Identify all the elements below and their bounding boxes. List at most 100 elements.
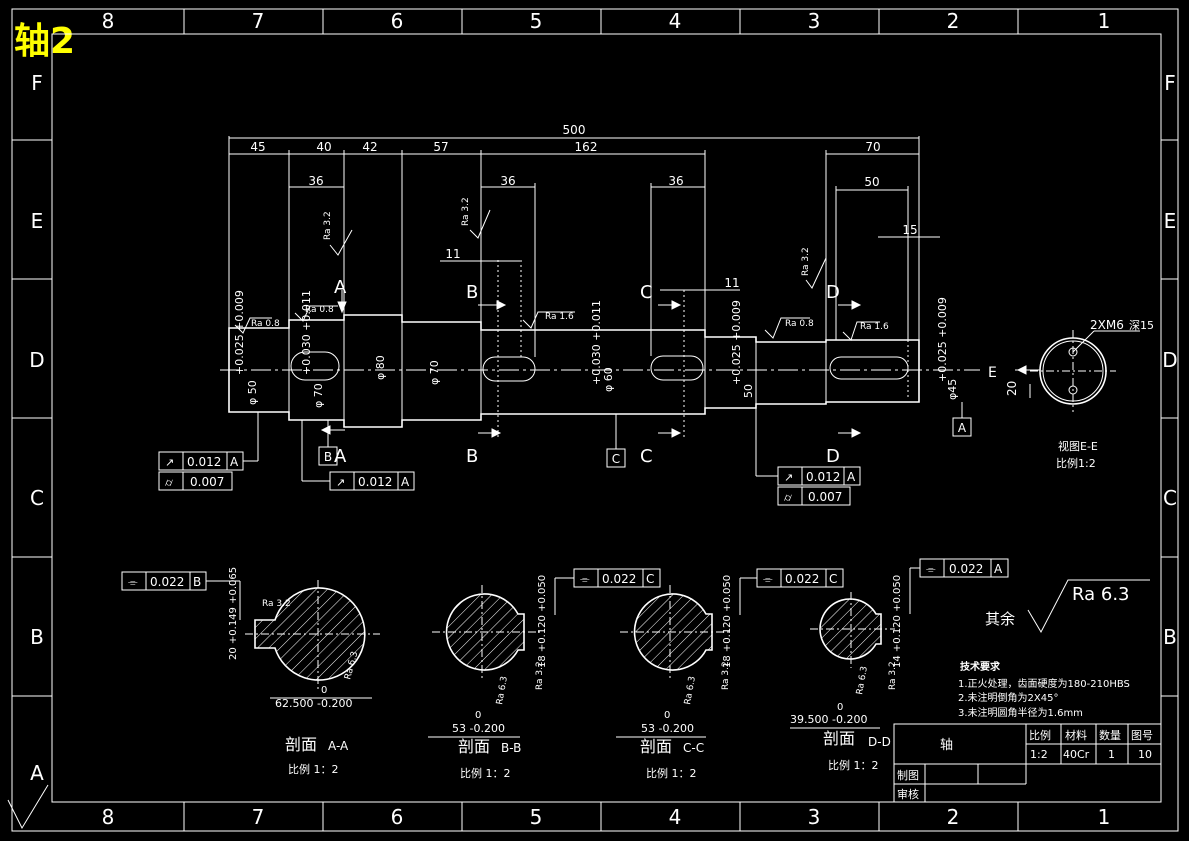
section-bb-width: 18 +0.120 +0.050 <box>537 575 548 668</box>
diam-45: φ45 <box>946 379 959 400</box>
ra-08-a: Ra 0.8 <box>251 319 280 329</box>
tolerance-frames-main: ↗ 0.012 A ⌭ 0.007 ↗ 0.012 A ↗ 0.012 A ⌭ … <box>158 408 861 506</box>
diam-80: φ 80 <box>374 355 387 380</box>
dim-36-a: 36 <box>308 174 323 188</box>
section-bb-depth: 53 -0.200 <box>452 722 505 735</box>
dim-11-b: 11 <box>724 276 739 290</box>
section-cc-depth-sup: 0 <box>664 710 670 721</box>
col-label-bottom-3: 3 <box>808 805 821 829</box>
row-label-right-C: C <box>1163 486 1177 510</box>
diam-50b-tol: +0.025 +0.009 <box>730 300 743 385</box>
section-aa-depth-sup: 0 <box>321 685 327 696</box>
row-label-left-B: B <box>30 625 44 649</box>
section-bb-scale: 比例 1：2 <box>460 766 511 780</box>
runout1-datum: A <box>230 455 239 469</box>
sym-dd-symbol: ⌯ <box>926 562 936 576</box>
diam-70b: φ 70 <box>428 360 441 385</box>
dim-20-end: 20 <box>1005 381 1019 396</box>
tech-req-item-1: 1.正火处理，齿面硬度为180-210HBS <box>958 677 1130 690</box>
sym-aa-value: 0.022 <box>150 575 184 589</box>
col-label-top-1: 1 <box>1098 9 1111 33</box>
drawing-title: 轴2 <box>14 21 76 62</box>
row-label-left-A: A <box>30 761 44 785</box>
row-label-right-D: D <box>1162 348 1177 372</box>
section-cc-ra-side: Ra 6.3 <box>683 675 698 705</box>
drawing-frame <box>7 8 1179 832</box>
row-label-right-E: E <box>1164 209 1177 233</box>
datum-b: B <box>324 450 332 464</box>
dim-57: 57 <box>433 140 448 154</box>
diam-70-tol: +0.030 +0.011 <box>300 290 313 375</box>
technical-requirements: 技术要求 1.正火处理，齿面硬度为180-210HBS 2.未注明倒角为2X45… <box>958 660 1130 719</box>
section-bb-depth-sup: 0 <box>475 710 481 721</box>
row-label-left-C: C <box>30 486 44 510</box>
section-a-a: ⌯ 0.022 B 20 +0.149 +0.065 0 62.500 -0.2… <box>121 567 380 776</box>
dim-70: 70 <box>865 140 880 154</box>
tb-value-qty: 1 <box>1108 748 1115 761</box>
thread-spec: 2XM6 <box>1090 318 1124 332</box>
section-dd-letters: D-D <box>868 735 891 749</box>
section-letter-a-bottom: A <box>334 446 347 467</box>
col-label-bottom-1: 1 <box>1098 805 1111 829</box>
thread-depth: 深15 <box>1129 319 1154 332</box>
ra-16-b: Ra 1.6 <box>860 322 889 332</box>
dimension-texts: 500 45 40 42 57 162 70 36 36 36 50 15 11… <box>250 123 917 290</box>
section-cc-letters: C-C <box>683 741 704 755</box>
runout1-symbol: ↗ <box>165 456 174 469</box>
tech-req-item-3: 3.未注明圆角半径为1.6mm <box>958 706 1083 719</box>
tech-req-heading: 技术要求 <box>960 660 1001 673</box>
sym-bb-value: 0.022 <box>602 572 636 586</box>
diam-50b: 50 <box>742 384 755 398</box>
roughness-rest: 其余 Ra 6.3 <box>985 579 1150 634</box>
diameter-annotations: +0.025 +0.009 φ 50 +0.030 +0.011 φ 70 φ … <box>233 290 959 408</box>
ra-32-b: Ra 3.2 <box>461 197 471 226</box>
runout3-symbol: ↗ <box>784 471 793 484</box>
dim-36-c: 36 <box>668 174 683 188</box>
section-letter-c-bottom: C <box>640 446 653 467</box>
dim-42: 42 <box>362 140 377 154</box>
row-label-left-F: F <box>31 71 43 95</box>
diam-60: φ 60 <box>602 367 615 392</box>
tb-checked: 审核 <box>897 787 919 801</box>
dim-162: 162 <box>575 140 598 154</box>
row-label-left-E: E <box>31 209 44 233</box>
col-label-top-8: 8 <box>102 9 115 33</box>
section-dd-ra-top: Ra 3.2 <box>888 661 898 690</box>
tb-value-material: 40Cr <box>1063 748 1090 761</box>
roughness-symbols: Ra 3.2 Ra 3.2 Ra 3.2 Ra 0.8 Ra 0.8 Ra 0.… <box>234 197 889 341</box>
section-c-c: ⌯ 0.022 C 18 +0.120 +0.050 0 53 -0.200 R… <box>616 568 844 780</box>
section-b-b: ⌯ 0.022 C 18 +0.120 +0.050 0 53 -0.200 R… <box>428 568 661 780</box>
section-letter-d-top: D <box>826 282 840 303</box>
section-aa-width: 20 +0.149 +0.065 <box>228 567 239 660</box>
cyl1-value: 0.007 <box>190 475 224 489</box>
sym-aa-symbol: ⌯ <box>128 575 138 589</box>
tb-header-drawing-no: 图号 <box>1131 729 1153 742</box>
col-label-top-3: 3 <box>808 9 821 33</box>
ra-32-a: Ra 3.2 <box>323 211 333 240</box>
diam-50: φ 50 <box>246 380 259 405</box>
tb-header-scale: 比例 <box>1029 728 1051 742</box>
end-view-caption: 视图E-E <box>1058 439 1098 453</box>
runout1-value: 0.012 <box>187 455 221 469</box>
tb-drawn: 制图 <box>897 769 919 782</box>
row-label-right-F: F <box>1164 71 1176 95</box>
col-label-bottom-7: 7 <box>252 805 265 829</box>
section-letter-e: E <box>988 365 997 381</box>
section-letter-a-top: A <box>334 277 347 298</box>
dimension-lines <box>228 136 940 357</box>
runout2-datum: A <box>401 475 410 489</box>
dim-11-a: 11 <box>445 247 460 261</box>
tb-value-drawing-no: 10 <box>1138 748 1152 761</box>
sym-cc-value: 0.022 <box>785 572 819 586</box>
section-aa-label: 剖面 <box>285 735 317 754</box>
tb-header-qty: 数量 <box>1099 729 1121 742</box>
ra-08-c: Ra 0.8 <box>785 319 814 329</box>
section-dd-label: 剖面 <box>823 729 855 748</box>
section-letter-b-bottom: B <box>466 446 478 467</box>
section-bb-ra-top: Ra 3.2 <box>535 661 545 690</box>
cyl1-symbol: ⌭ <box>165 476 173 489</box>
zone-labels: 8 7 6 5 4 3 2 1 8 7 6 5 4 3 2 1 F E D C … <box>29 9 1177 829</box>
cyl2-symbol: ⌭ <box>784 491 792 504</box>
dim-total: 500 <box>563 123 586 137</box>
